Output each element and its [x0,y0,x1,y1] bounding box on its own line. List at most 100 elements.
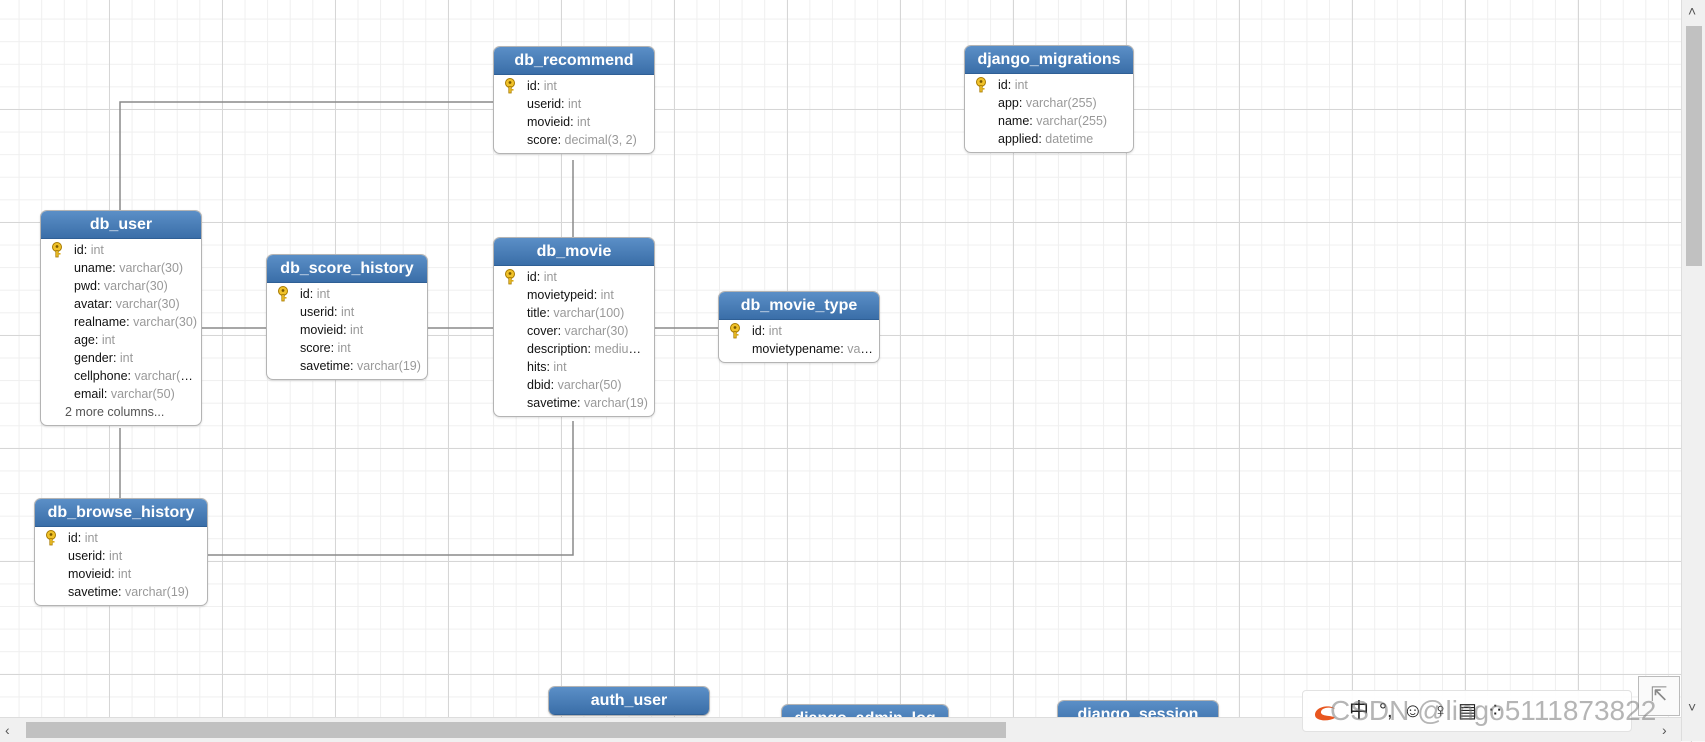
column-row[interactable]: id: int [494,268,654,286]
column-name: description [527,342,588,356]
column-row[interactable]: id: int [267,285,427,303]
scroll-down-icon[interactable]: ˅ [1688,699,1697,715]
column-type: varchar(30) [115,297,180,311]
column-row[interactable]: savetime: varchar(19) [300,359,421,373]
relationship-line[interactable] [206,421,574,556]
column-name: movieid [300,323,344,337]
table-title[interactable]: django_session [1058,701,1218,717]
relationship-lines [119,101,718,556]
column-name: uname [74,261,113,275]
toolbar-item[interactable]: ⁘ [1486,700,1504,722]
toolbar-item[interactable]: ♀ [1432,700,1448,722]
column-row[interactable]: email: varchar(50) [74,387,175,401]
column-row[interactable]: movieid: int [68,567,132,581]
more-columns-link[interactable]: 2 more columns... [65,405,165,419]
column-row[interactable]: realname: varchar(30) [74,315,197,329]
table-db-user[interactable]: db_user id: int uname: varchar(30) pwd: var… [40,210,202,426]
column-type: varchar(255) [1025,96,1097,110]
column-row[interactable]: title: varchar(100) [527,306,625,320]
column-name: age [74,333,95,347]
toolbar-item[interactable]: °, [1379,700,1393,722]
column-row[interactable]: gender: int [74,351,134,365]
column-type: varchar(19) [124,585,189,599]
column-row[interactable]: hits: int [527,360,567,374]
column-row[interactable]: id: int [35,529,207,547]
table-title[interactable]: db_movie [494,238,654,266]
scroll-right-icon[interactable]: › [1662,722,1667,738]
table-django-migrations[interactable]: django_migrations id: int app: varchar(255… [964,45,1134,153]
table-auth-user[interactable]: auth_user [548,686,710,716]
column-type: int [577,115,591,129]
column-row[interactable]: name: varchar(255) [998,114,1108,128]
primary-key-icon [505,78,515,94]
column-row[interactable]: cellphone: varchar(30) [74,369,199,383]
scroll-left-icon[interactable]: ‹ [5,722,10,738]
table-db-recommend[interactable]: db_recommend id: int userid: int movieid: i… [493,46,655,154]
column-row[interactable]: userid: int [68,549,123,563]
table-title[interactable]: django_admin_log [782,705,948,717]
column-row[interactable]: applied: datetime [998,132,1094,146]
column-type: varchar(19) [583,396,648,410]
table-django-admin-log[interactable]: django_admin_log [781,704,949,717]
table-title[interactable]: auth_user [549,687,709,715]
table-title[interactable]: db_score_history [267,255,427,283]
column-row[interactable]: app: varchar(255) [998,96,1097,110]
column-row[interactable]: cover: varchar(30) [527,324,629,338]
column-row[interactable]: savetime: varchar(19) [68,585,189,599]
toolbar-item[interactable]: ▤ [1457,700,1477,722]
column-row[interactable]: score: int [300,341,351,355]
table-db-score-history[interactable]: db_score_history id: int userid: int moviei… [266,254,428,380]
column-row[interactable]: age: int [74,333,116,347]
column-name: movietypename [752,342,841,356]
expand-icon[interactable]: ⇱ [1638,676,1680,716]
primary-key-icon [730,323,740,339]
column-name: realname [74,315,127,329]
column-row[interactable]: dbid: varchar(50) [527,378,622,392]
column-type: varchar(19) [356,359,421,373]
column-name: applied [998,132,1039,146]
diagram-canvas[interactable]: db_recommend id: int userid: int movieid: i… [0,0,1681,717]
vertical-scrollbar[interactable]: ˄ ˅ [1681,0,1705,741]
column-type: int [90,243,104,257]
column-row[interactable]: id: int [965,76,1133,94]
toolbar-item[interactable]: 中 [1349,700,1369,722]
column-type: int [568,97,582,111]
column-row[interactable]: score: decimal(3, 2) [527,133,637,147]
table-db-movie[interactable]: db_movie id: int movietypeid: int title: va… [493,237,655,417]
ime-toolbar[interactable]: 中 °, ☺ ♀ ▤ ⁘ [1302,690,1632,732]
toolbar-item[interactable]: ☺ [1402,700,1423,722]
table-title[interactable]: db_recommend [494,47,654,75]
column-row[interactable]: savetime: varchar(19) [527,396,648,410]
column-row[interactable]: movieid: int [300,323,364,337]
column-row[interactable]: uname: varchar(30) [74,261,184,275]
column-type: varchar(30) [133,315,197,329]
table-django-session[interactable]: django_session [1057,700,1219,717]
column-row[interactable]: pwd: varchar(30) [74,279,168,293]
column-name: userid [68,549,103,563]
column-row[interactable]: movieid: int [527,115,591,129]
table-title[interactable]: db_movie_type [719,292,879,320]
column-row[interactable]: avatar: varchar(30) [74,297,180,311]
primary-key-icon [46,530,56,546]
table-title[interactable]: django_migrations [965,46,1133,74]
column-type: int [118,567,132,581]
horizontal-scroll-thumb[interactable] [26,722,1006,738]
column-row[interactable]: movietypename: varchar(30) [719,340,879,358]
column-row[interactable]: userid: int [300,305,355,319]
column-type: int [84,531,98,545]
table-db-browse-history[interactable]: db_browse_history id: int userid: int movie… [34,498,208,606]
table-title[interactable]: db_browse_history [35,499,207,527]
relationship-line[interactable] [119,101,493,210]
vertical-scroll-thumb[interactable] [1686,26,1702,266]
column-row[interactable]: id: int [41,241,201,259]
column-row[interactable]: description: mediumtext [494,340,654,358]
column-row[interactable]: id: int [719,322,879,340]
column-type: int [768,324,782,338]
column-row[interactable]: id: int [494,77,654,95]
scroll-up-icon[interactable]: ˄ [1688,3,1697,19]
column-row[interactable]: userid: int [527,97,582,111]
table-title[interactable]: db_user [41,211,201,239]
column-name: movieid [527,115,571,129]
column-row[interactable]: movietypeid: int [527,288,614,302]
